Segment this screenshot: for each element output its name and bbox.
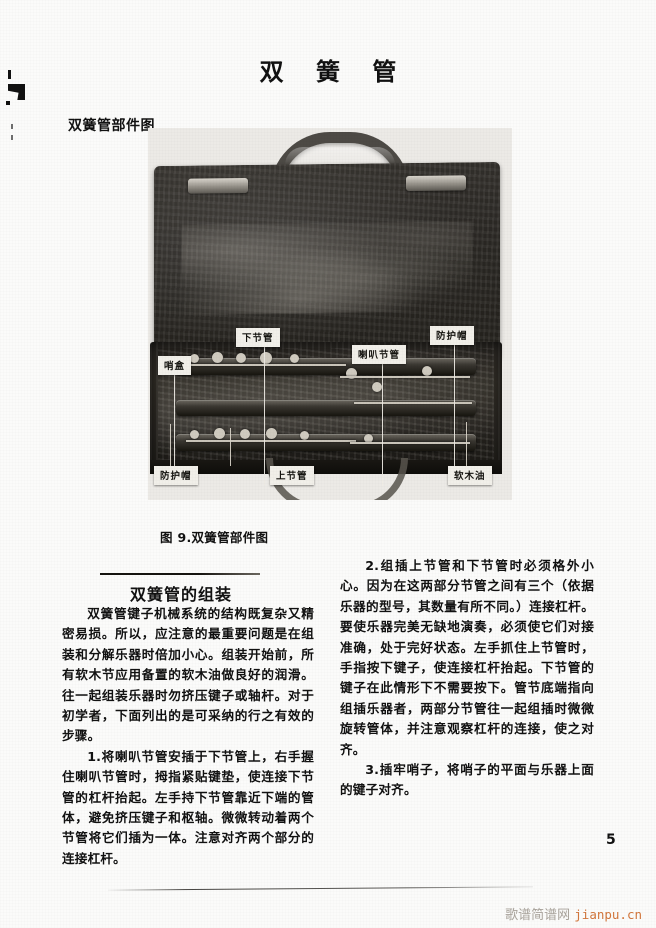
scan-artifact-dot: [6, 101, 10, 105]
case-latch-right: [406, 175, 466, 192]
leader-line-cork-grease: [466, 422, 467, 466]
instrument-keywork: [150, 342, 502, 474]
body-column-right: 2.组插上节管和下节管时必须格外小心。因为在这两部分节管之间有三个（依据乐器的型…: [340, 556, 594, 801]
paragraph: 双簧管键子机械系统的结构既复杂又精密易损。所以，应注意的最重要问题是在组装和分解…: [62, 606, 314, 744]
leader-line-protective-cap: [454, 345, 455, 485]
photo-label-bell-joint: 喇叭节管: [352, 345, 407, 364]
scan-artifact-mark: [8, 70, 11, 79]
body-column-left: 双簧管键子机械系统的结构既复杂又精密易损。所以，应注意的最重要问题是在组装和分解…: [62, 604, 314, 869]
photo-label-protective-cap-bottom: 防护帽: [154, 466, 198, 485]
paragraph: 3.插牢哨子，将哨子的平面与乐器上面的键子对齐。: [340, 762, 594, 798]
section-divider-rule: [100, 573, 260, 575]
footer-scan-line: [108, 886, 533, 891]
photo-label-protective-cap: 防护帽: [430, 326, 474, 345]
leader-line-bell-joint: [382, 364, 383, 486]
instrument-joint-lower: [176, 434, 476, 451]
watermark-site-name: 歌谱简谱网: [505, 908, 571, 923]
figure-caption: 图 9.双簧管部件图: [160, 530, 269, 545]
watermark: 歌谱简谱网 jianpu.cn: [505, 904, 642, 923]
photo-label-upper-joint: 上节管: [270, 466, 314, 485]
scan-artifact-speck: [11, 135, 13, 140]
leader-line-protective-cap-bottom: [170, 424, 171, 466]
watermark-url: jianpu.cn: [574, 907, 642, 922]
photo-label-cork-grease: 软木油: [448, 466, 492, 485]
photo-label-reed-case: 哨盒: [158, 356, 192, 375]
paragraph: 2.组插上节管和下节管时必须格外小心。因为在这两部分节管之间有三个（依据乐器的型…: [340, 558, 594, 757]
photo-label-lower-joint: 下节管: [236, 328, 280, 347]
instrument-joint-middle: [176, 400, 476, 416]
page-title: 双 簧 管: [259, 58, 409, 86]
leader-line-lower-joint: [264, 347, 265, 485]
figure-section-subtitle: 双簧管部件图: [68, 118, 155, 134]
leader-line-upper-joint: [230, 428, 231, 466]
scan-artifact-speck: [11, 124, 13, 129]
leader-line-reed-case: [174, 375, 175, 485]
paragraph: 1.将喇叭节管安插于下节管上，右手握住喇叭节管时，拇指紧贴键垫，使连接下节管的杠…: [62, 748, 314, 866]
section-heading: 双簧管的组装: [129, 585, 232, 604]
case-lid-wear-texture: [181, 221, 473, 315]
case-body: [150, 342, 502, 474]
oboe-case-photo: 哨盒 下节管 喇叭节管 防护帽 防护帽 上节管 软木油: [148, 128, 512, 500]
case-latch-left: [188, 177, 248, 194]
page-number: 5: [606, 832, 616, 848]
